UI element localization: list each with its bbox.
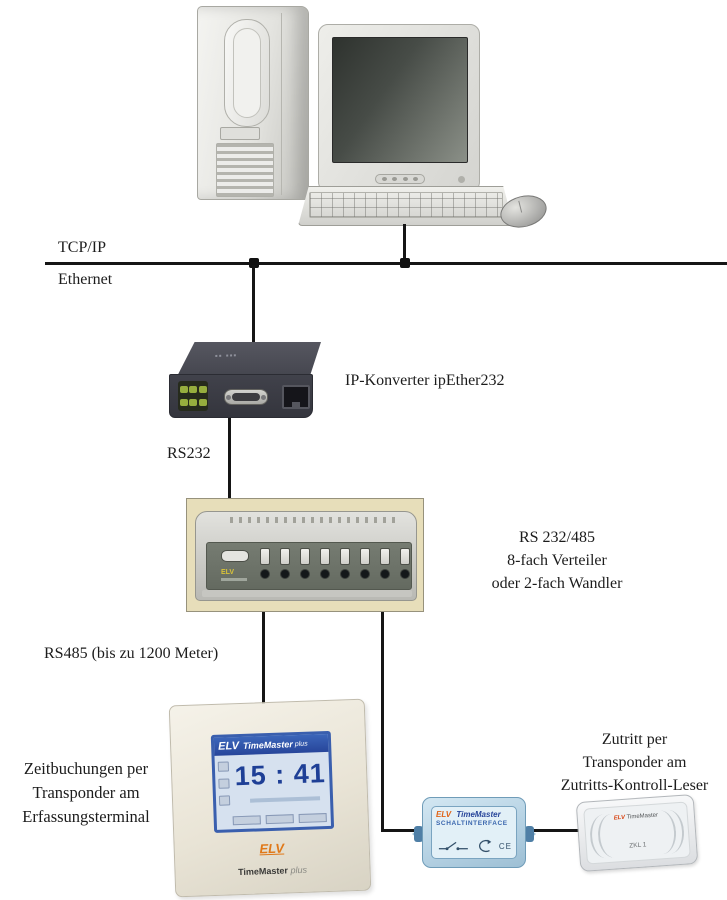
monitor-illustration bbox=[318, 24, 480, 192]
converter-label: IP-Konverter ipEther232 bbox=[345, 372, 505, 389]
distributor-caption: RS 232/485 8-fach Verteiler oder 2-fach … bbox=[491, 529, 623, 592]
converter-front-face bbox=[169, 374, 313, 418]
relay-arrow-icon bbox=[478, 839, 492, 853]
terminal-screen: ELV TimeMaster plus 15 : 41 bbox=[210, 730, 335, 833]
terminal-screen-header: ELV TimeMaster plus bbox=[213, 733, 329, 756]
ce-mark: CE bbox=[498, 841, 512, 851]
tower-front-door bbox=[224, 19, 270, 127]
interface-name: SCHALTINTERFACE bbox=[436, 820, 508, 827]
rs232-line bbox=[228, 400, 231, 558]
switch-interface-illustration: ELV TimeMaster SCHALTINTERFACE bbox=[412, 792, 536, 876]
distributor-photo: ELV bbox=[186, 498, 424, 612]
tower-vent-grille bbox=[216, 143, 274, 197]
rs485-interface-line-vertical bbox=[381, 601, 384, 832]
terminal-softkeys bbox=[232, 813, 327, 826]
switch-symbol-icon bbox=[438, 841, 468, 851]
converter-rj45-port bbox=[282, 385, 310, 409]
ethernet-bus-line bbox=[45, 262, 727, 265]
ip-converter-illustration: ▪▪ ▪▪▪ bbox=[163, 342, 321, 422]
converter-db9-port bbox=[224, 389, 268, 405]
keyboard-illustration bbox=[298, 186, 514, 226]
distributor-device: ELV bbox=[195, 511, 417, 601]
distributor-front-panel: ELV bbox=[206, 542, 412, 590]
keyboard-keys bbox=[309, 192, 503, 218]
ethernet-label: Ethernet bbox=[58, 271, 113, 288]
rs485-interface-line-horizontal bbox=[381, 829, 425, 832]
converter-terminal-block bbox=[178, 381, 208, 411]
pc-tower-illustration bbox=[197, 6, 309, 200]
distributor-channel-modules bbox=[257, 546, 417, 579]
monitor-logo-dot bbox=[458, 176, 465, 183]
tcpip-label: TCP/IP bbox=[58, 239, 107, 256]
reader-caption: Zutritt per Transponder am Zutritts-Kont… bbox=[560, 731, 709, 794]
terminal-date-line bbox=[250, 796, 321, 803]
access-reader-illustration: ELV TimeMaster ZKL 1 bbox=[575, 793, 699, 873]
interface-right-connector bbox=[525, 826, 534, 842]
terminal-housing: ELV TimeMaster plus 15 : 41 ELV TimeMast… bbox=[168, 698, 372, 898]
ethernet-node-dot bbox=[400, 258, 410, 268]
terminal-footer-text: TimeMaster plus bbox=[237, 864, 308, 878]
monitor-screen bbox=[332, 37, 468, 163]
interface-brand: ELV bbox=[436, 810, 452, 819]
terminal-side-buttons bbox=[217, 761, 231, 806]
distributor-brand-text: ELV bbox=[221, 569, 235, 576]
interface-left-connector bbox=[414, 826, 423, 842]
terminal-screen-brand: ELV bbox=[217, 740, 240, 753]
terminal-caption: Zeitbuchungen per Transponder am Erfassu… bbox=[22, 759, 150, 826]
interface-label-panel: ELV TimeMaster SCHALTINTERFACE bbox=[431, 806, 517, 859]
rs485-label: RS485 (bis zu 1200 Meter) bbox=[44, 645, 219, 662]
interface-to-reader-line bbox=[526, 829, 590, 832]
terminal-elv-logo: ELV bbox=[259, 840, 285, 857]
reader-housing: ELV TimeMaster ZKL 1 bbox=[575, 793, 699, 873]
interface-housing: ELV TimeMaster SCHALTINTERFACE bbox=[422, 797, 526, 868]
monitor-buttons bbox=[375, 174, 425, 184]
ethernet-node-dot bbox=[249, 258, 259, 268]
distributor-db9-port bbox=[221, 550, 249, 562]
timemaster-terminal-illustration: ELV TimeMaster plus 15 : 41 ELV TimeMast… bbox=[168, 698, 372, 898]
tower-drive-bay bbox=[220, 127, 260, 140]
converter-top-face bbox=[177, 342, 321, 376]
rs485-terminal-line bbox=[262, 601, 265, 713]
ethernet-to-converter-line bbox=[252, 265, 255, 349]
terminal-screen-title: TimeMaster bbox=[242, 739, 293, 751]
rs232-label: RS232 bbox=[167, 445, 211, 462]
terminal-clock-display: 15 : 41 bbox=[234, 758, 327, 792]
pc-to-ethernet-line bbox=[403, 224, 406, 263]
